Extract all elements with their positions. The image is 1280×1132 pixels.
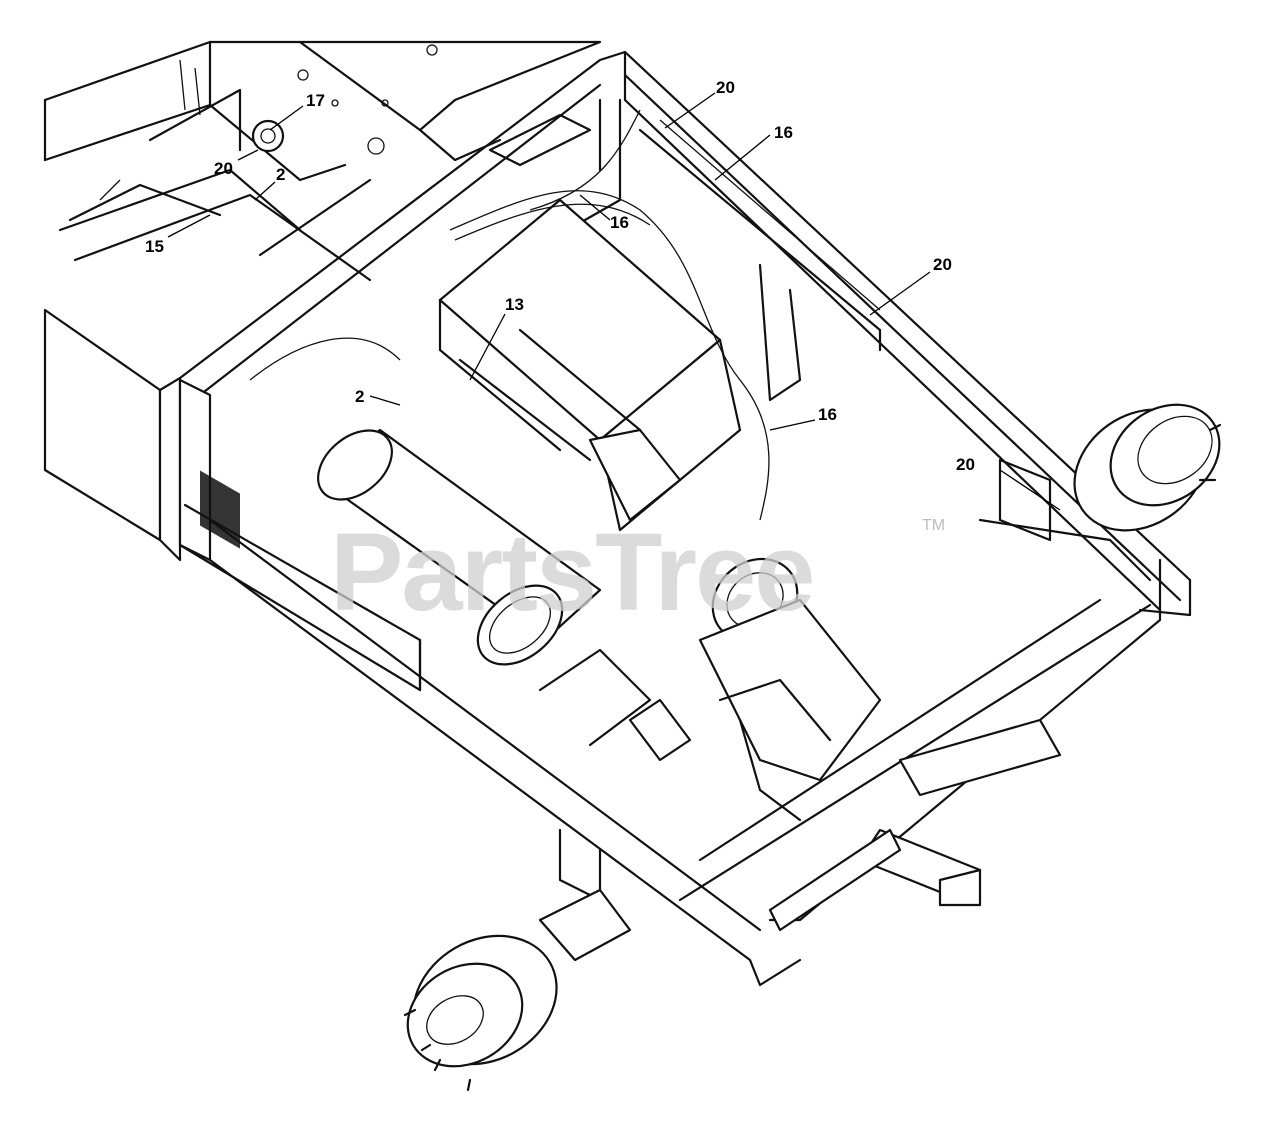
transaxle [628,557,882,822]
callout-16-center: 16 [610,213,629,232]
left-wheel-hub [403,888,632,1092]
wire-harness [249,109,881,521]
callout-13: 13 [505,295,524,314]
callout-15: 15 [145,237,164,256]
callout-2-top: 2 [276,165,285,184]
callout-17: 17 [306,91,325,110]
watermark: PartsTree TM [330,511,945,634]
muffler-assembly [317,428,652,747]
engine-block [438,198,742,532]
watermark-trademark: TM [922,517,945,534]
hitch [768,718,1062,932]
callout-labels: 17 20 2 15 13 2 20 16 16 20 16 20 [145,78,975,474]
watermark-text: PartsTree [330,511,813,634]
callout-20-lower-right: 20 [956,455,975,474]
callout-16-top-right: 16 [774,123,793,142]
rear-frame-section [43,40,602,282]
callout-16-lower: 16 [818,405,837,424]
callout-20-top-right: 20 [716,78,735,97]
left-side-panel [43,50,627,692]
right-wheel-hub [1073,403,1222,532]
leader-lines [167,92,1061,511]
callout-20-right: 20 [933,255,952,274]
callout-2-middle: 2 [355,387,364,406]
callout-20-top-left: 20 [214,159,233,178]
